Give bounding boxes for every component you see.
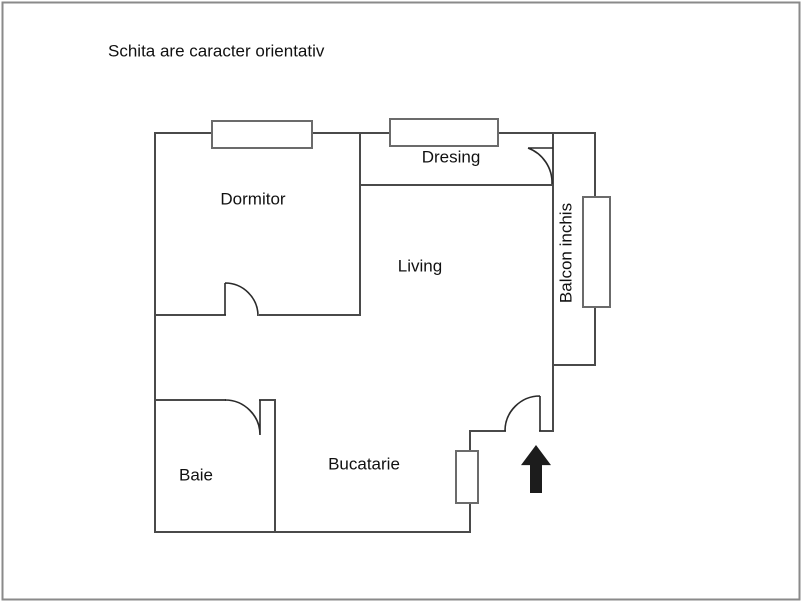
dormitor-window — [211, 120, 313, 149]
dresing-window-frame — [389, 118, 499, 147]
baie-door — [224, 399, 261, 436]
room-label-dormitor: Dormitor — [220, 189, 286, 208]
dresing-window — [389, 118, 499, 147]
dormitor-door — [224, 282, 259, 317]
windows-group — [211, 118, 611, 504]
dresing-door — [527, 147, 553, 185]
room-label-living: Living — [398, 256, 442, 275]
bucatarie-window — [455, 450, 479, 504]
entry-door — [504, 395, 541, 432]
baie-door-swing — [224, 399, 261, 436]
balcon-window — [582, 196, 611, 308]
bucatarie-window-frame — [455, 450, 479, 504]
page-title: Schita are caracter orientativ — [108, 41, 325, 60]
dormitor-window-frame — [211, 120, 313, 149]
room-label-baie: Baie — [179, 465, 213, 484]
entrance-arrow — [521, 445, 551, 493]
dresing-door-swing — [527, 147, 553, 185]
balcon-window-frame — [582, 196, 611, 308]
room-label-dresing: Dresing — [422, 147, 481, 166]
entry-door-swing — [504, 395, 541, 432]
annotations-group — [521, 445, 551, 493]
doors-group — [224, 147, 553, 436]
room-label-bucatarie: Bucatarie — [328, 454, 400, 473]
room-label-balcon: Balcon inchis — [556, 203, 575, 303]
dormitor-door-swing — [224, 282, 259, 317]
